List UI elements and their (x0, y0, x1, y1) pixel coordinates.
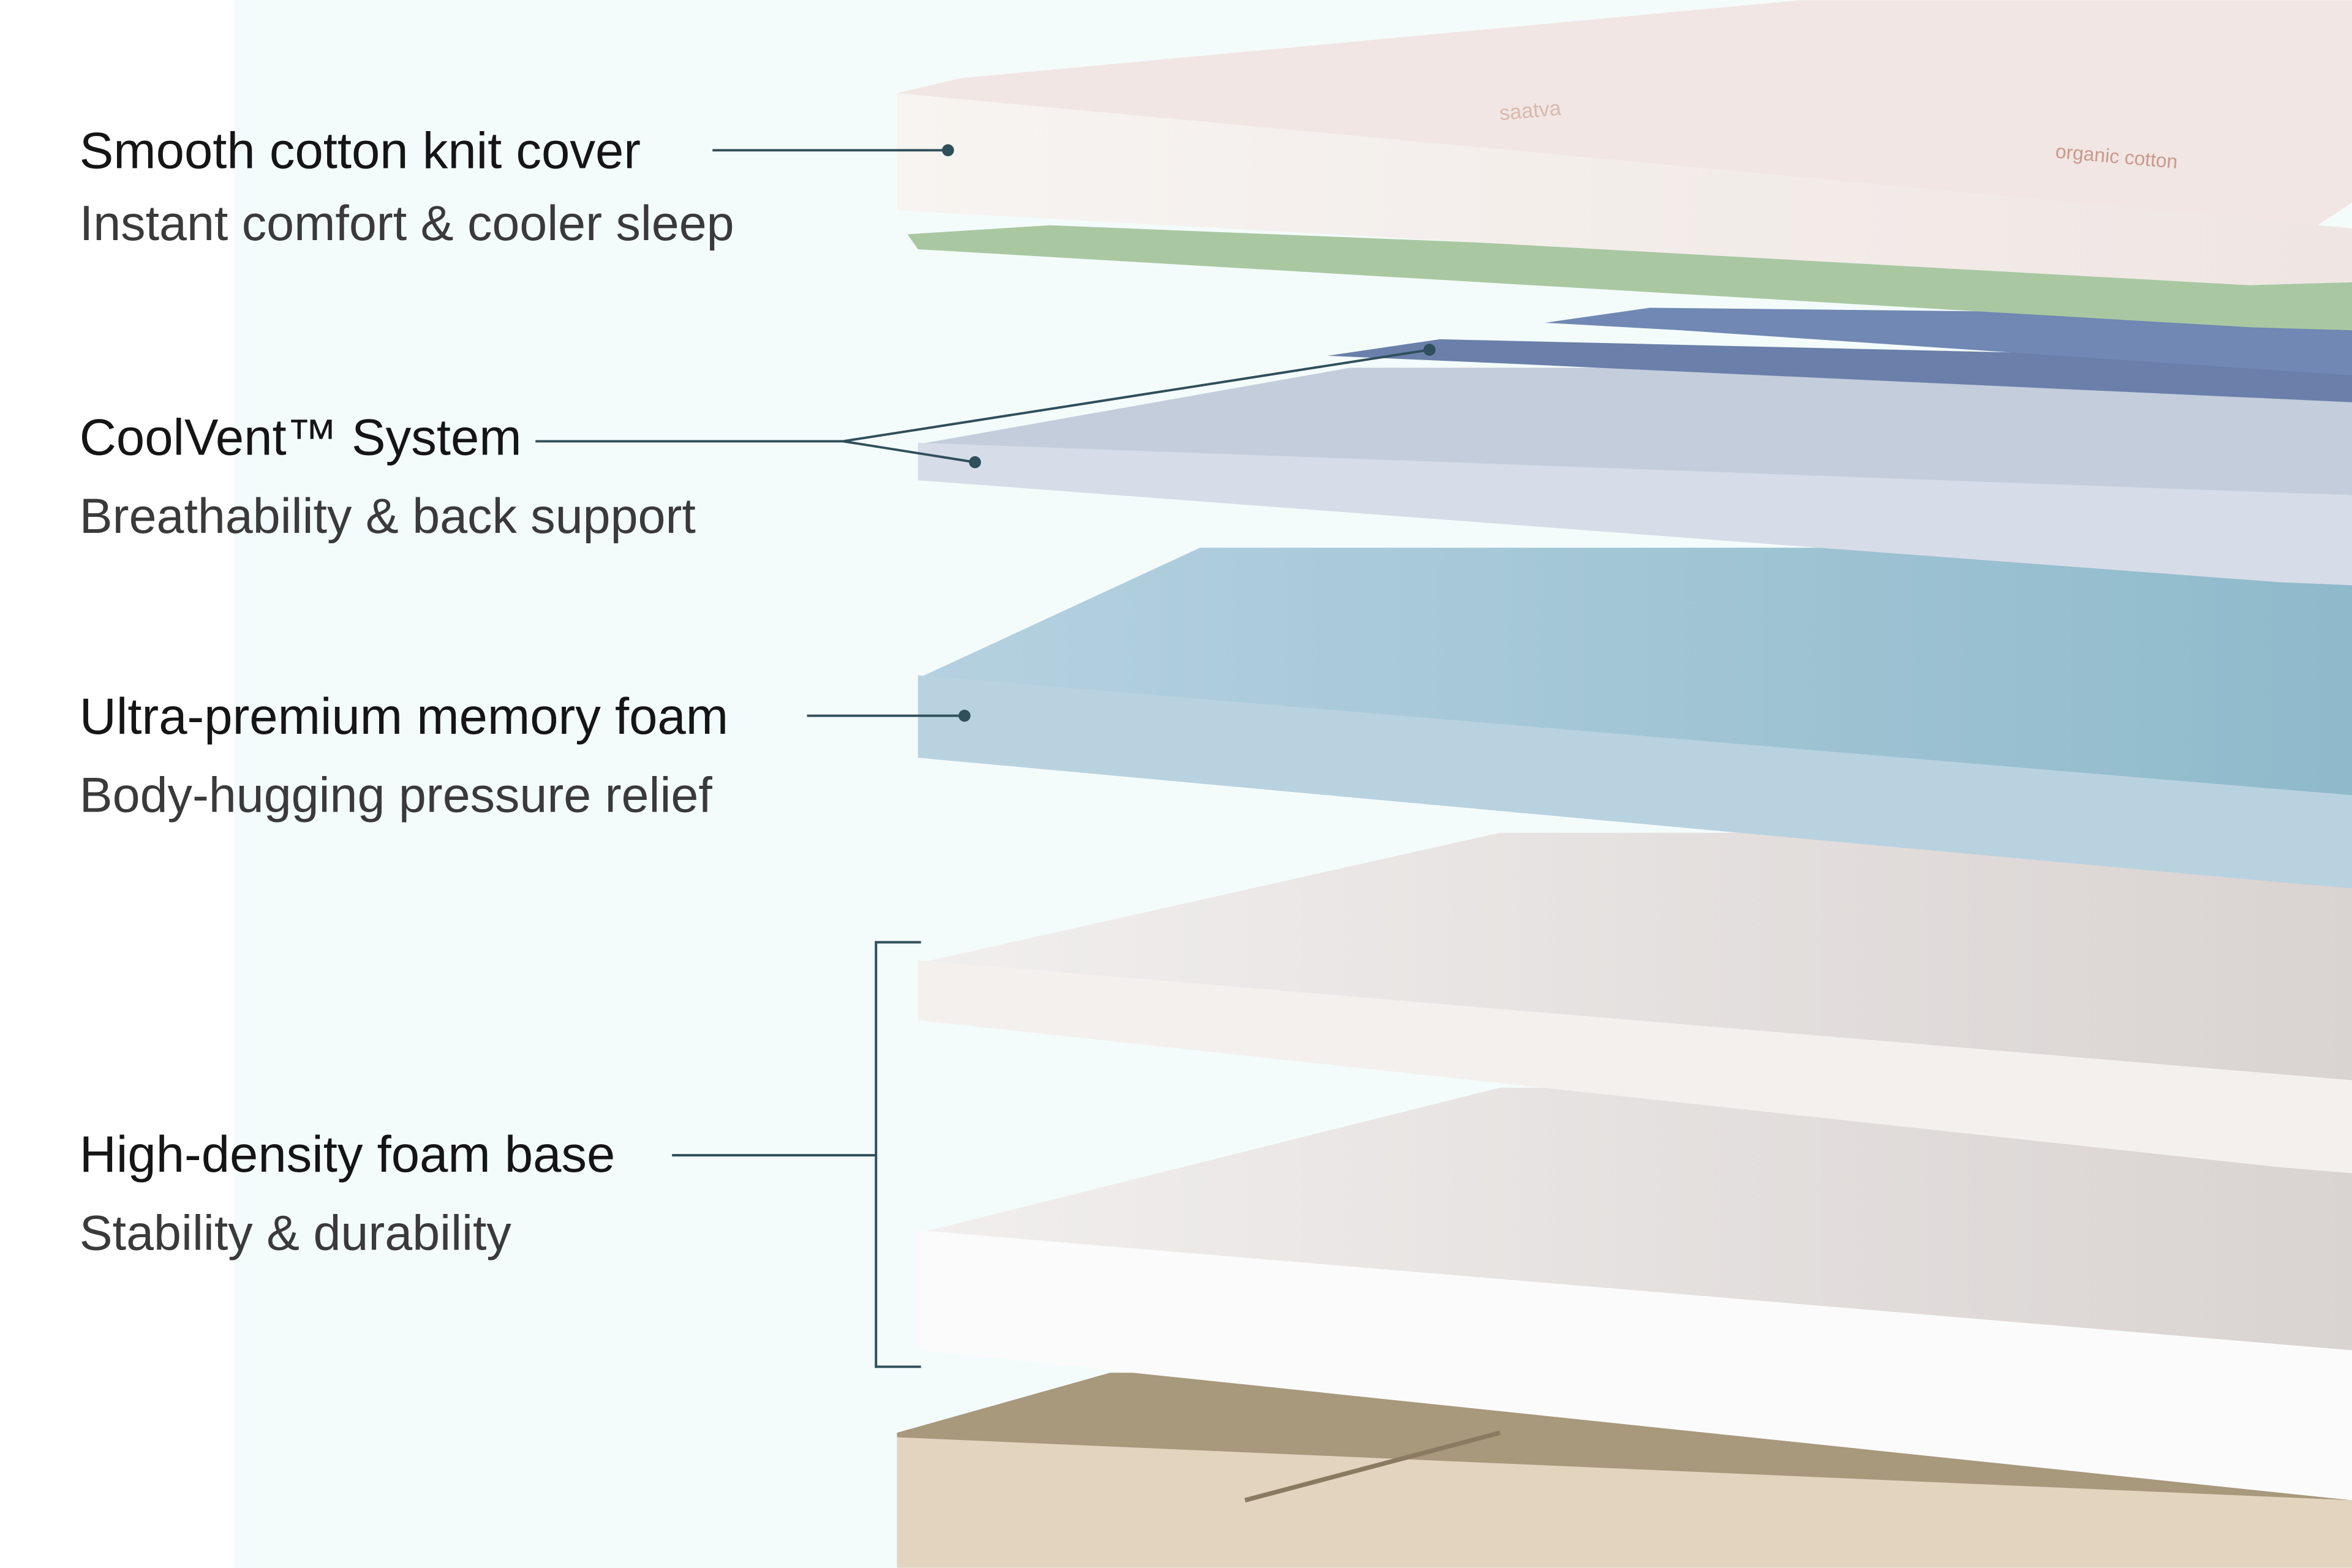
layer-cover: saatva organic cotton (897, 0, 2352, 285)
layer-coolvent-foam (918, 368, 2352, 586)
leader-dot (969, 456, 981, 469)
layer-foam-base-lower (918, 1087, 2352, 1501)
leader-cover (712, 144, 954, 157)
callout-title-memory-foam: Ultra-premium memory foam (80, 688, 728, 745)
leader-memory-foam (807, 709, 971, 722)
layer-memory-foam (918, 548, 2352, 889)
background-left (0, 0, 235, 1568)
cover-logo-saatva: saatva (1498, 97, 1562, 126)
leader-dot (958, 709, 971, 722)
callout-subtitle-foam-base: Stability & durability (80, 1205, 512, 1261)
callout-title-coolvent: CoolVent™ System (80, 409, 522, 466)
callout-subtitle-cover: Instant comfort & cooler sleep (80, 196, 734, 251)
leader-dot (941, 144, 954, 157)
leader-dot (1423, 344, 1436, 356)
callout-subtitle-coolvent: Breathability & back support (80, 489, 696, 544)
callout-subtitle-memory-foam: Body-hugging pressure relief (80, 767, 713, 823)
layer-coolvent-sheets (1327, 307, 2352, 402)
leader-coolvent (535, 344, 1436, 469)
leader-foam-base-bracket (672, 941, 921, 1368)
callout-title-cover: Smooth cotton knit cover (80, 123, 641, 179)
callout-title-foam-base: High-density foam base (80, 1126, 616, 1183)
layer-green-comfort (907, 225, 2352, 331)
layer-foam-base-upper (918, 832, 2352, 1174)
